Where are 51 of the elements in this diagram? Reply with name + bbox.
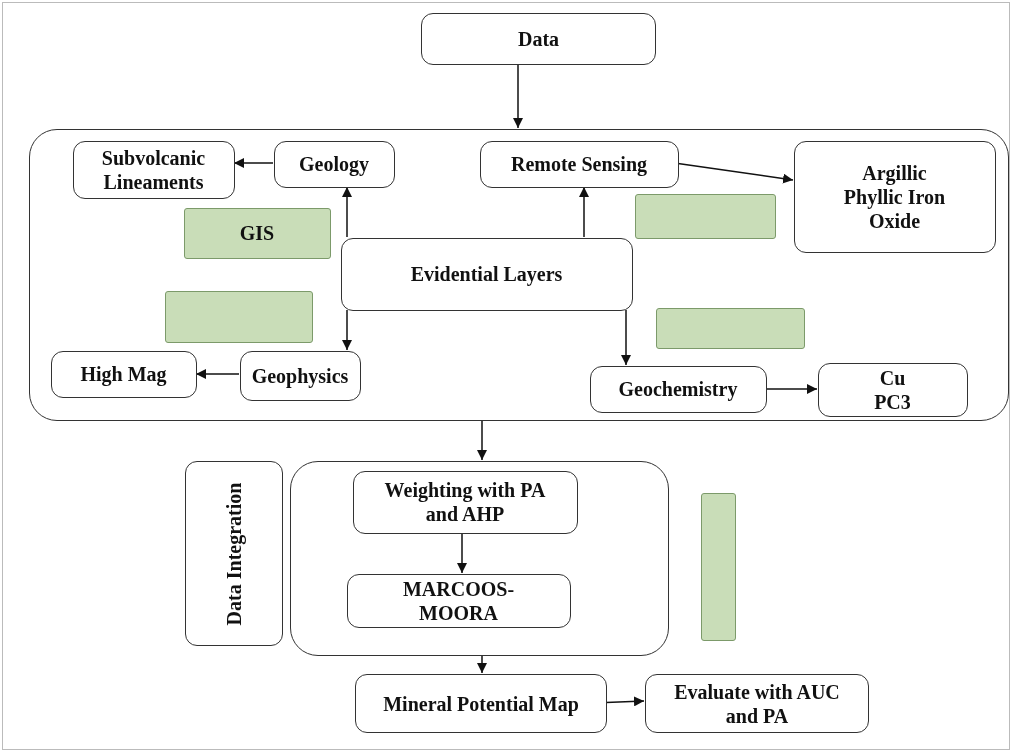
arrow <box>677 162 794 184</box>
process-box <box>355 674 607 733</box>
process-box <box>72 140 235 199</box>
empty-box <box>655 307 805 349</box>
process-box <box>185 461 283 646</box>
node-label: Subvolcanic Lineaments <box>100 145 207 194</box>
process-box <box>239 350 361 401</box>
process-box <box>50 350 197 398</box>
node-label: Evidential Layers <box>410 262 563 286</box>
node-label: Geology <box>299 152 369 176</box>
node-label: Remote Sensing <box>510 152 648 176</box>
group-frame <box>29 129 1009 421</box>
group-frame <box>290 461 669 656</box>
node-label: Mineral Potential Map <box>383 691 579 716</box>
arrow <box>342 309 352 351</box>
arrow <box>195 369 240 379</box>
process-box <box>340 237 633 311</box>
arrow <box>579 186 589 238</box>
node-label: Geophysics <box>251 363 349 388</box>
arrow <box>457 532 467 574</box>
empty-box <box>701 493 736 641</box>
empty-box <box>164 290 313 343</box>
arrow <box>477 654 487 674</box>
node-label: Geochemistry <box>618 377 738 401</box>
node-label: Argillic Phyllic Iron Oxide <box>842 160 947 233</box>
tool-box <box>183 207 331 259</box>
arrow <box>477 419 487 461</box>
process-box <box>793 140 996 253</box>
arrow <box>233 158 274 168</box>
process-box <box>352 470 578 534</box>
process-box <box>273 140 395 188</box>
node-label: Weighting with PA and AHP <box>383 478 547 526</box>
node-label: High Mag <box>80 362 167 386</box>
node-label: MARCOOS-MOORA <box>401 576 516 625</box>
process-box <box>479 140 679 188</box>
node-label: Data <box>517 27 560 51</box>
empty-box <box>634 193 776 239</box>
node-label: Data Integration <box>222 482 246 625</box>
arrow <box>513 63 523 129</box>
process-box <box>645 674 869 733</box>
arrow <box>765 384 818 394</box>
arrow <box>342 186 352 238</box>
node-label: Evaluate with AUC and PA <box>673 679 841 728</box>
node-label: GIS <box>239 221 275 245</box>
process-box <box>589 365 767 413</box>
node-label: Cu PC3 <box>873 365 912 414</box>
arrow <box>621 309 631 366</box>
process-box <box>817 362 968 417</box>
process-box <box>346 573 571 628</box>
arrow <box>605 696 645 707</box>
process-box <box>421 13 656 65</box>
